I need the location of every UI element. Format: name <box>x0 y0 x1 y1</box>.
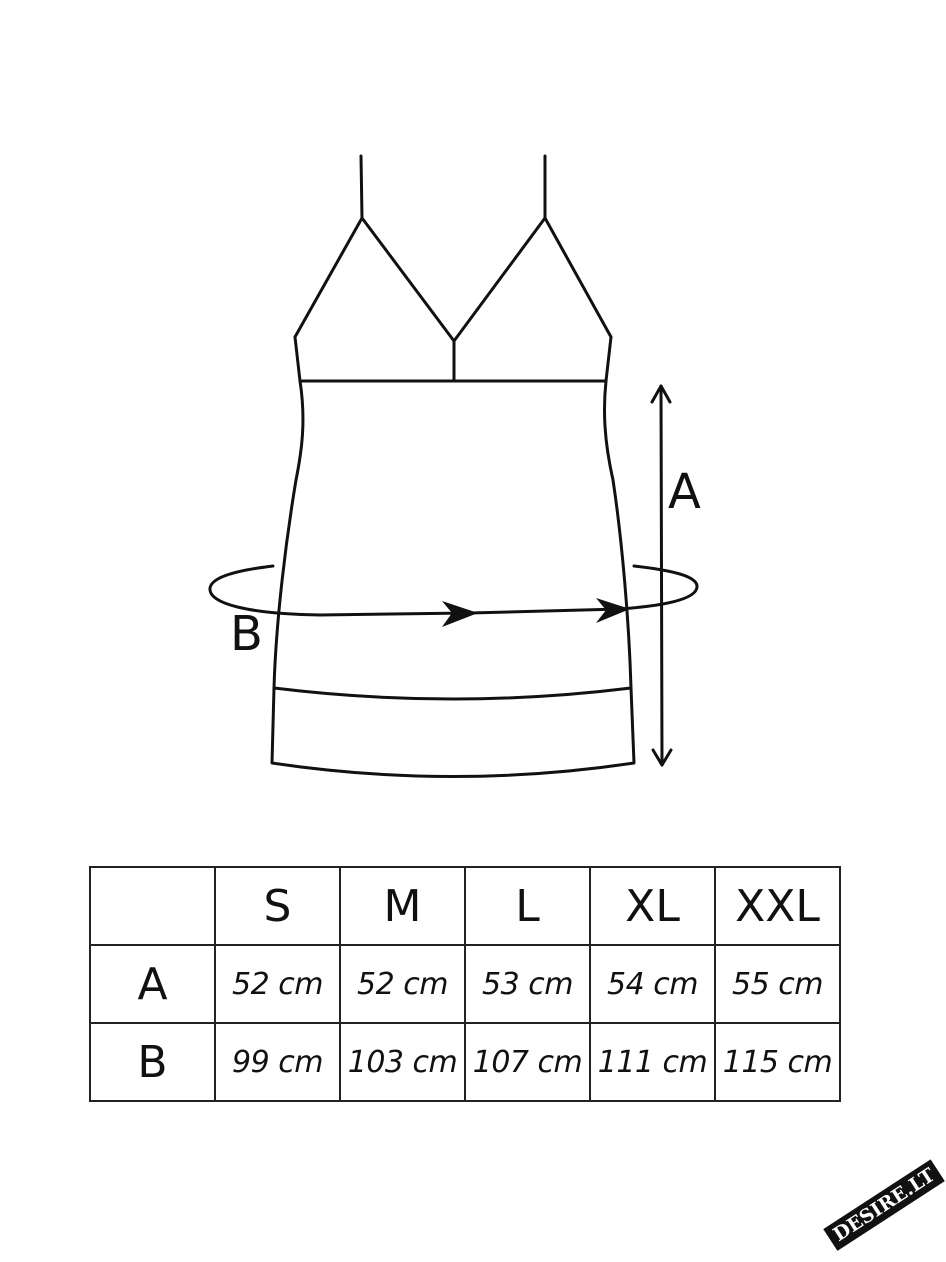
left-strap <box>359 154 364 220</box>
measure-a-bottom-arrowhead <box>651 748 673 767</box>
size-header: XL <box>589 866 716 946</box>
measure-b-loop-right <box>468 564 699 615</box>
measure-b-label: B <box>230 606 263 662</box>
table-row: A 52 cm 52 cm 53 cm 54 cm 55 cm <box>89 944 841 1024</box>
watermark-text: DESIRE.LT <box>823 1159 946 1251</box>
measure-b-arrowhead-front <box>442 601 478 627</box>
measurement-cell: 99 cm <box>214 1022 341 1102</box>
corner-cell <box>89 866 216 946</box>
row-label: B <box>89 1022 216 1102</box>
dress-body-outline <box>270 335 636 778</box>
size-header: L <box>464 866 591 946</box>
size-header: XXL <box>714 866 841 946</box>
measure-b-loop-left <box>208 564 472 617</box>
measurement-cell: 52 cm <box>214 944 341 1024</box>
measure-a-line <box>659 384 664 767</box>
size-chart-table: S M L XL XXL A 52 cm 52 cm 53 cm 54 cm 5… <box>89 866 841 1102</box>
size-header: M <box>339 866 466 946</box>
size-header: S <box>214 866 341 946</box>
slip-dress-diagram: A B <box>208 154 701 778</box>
hem-band-seam <box>272 686 633 701</box>
measurement-cell: 111 cm <box>589 1022 716 1102</box>
bra-cups <box>293 216 613 343</box>
measure-a-label: A <box>668 464 701 520</box>
measurement-cell: 103 cm <box>339 1022 466 1102</box>
table-row: B 99 cm 103 cm 107 cm 111 cm 115 cm <box>89 1022 841 1102</box>
measurement-cell: 115 cm <box>714 1022 841 1102</box>
measurement-cell: 53 cm <box>464 944 591 1024</box>
row-label: A <box>89 944 216 1024</box>
measurement-cell: 52 cm <box>339 944 466 1024</box>
measure-b-arrowhead-side <box>596 598 630 623</box>
size-header-row: S M L XL XXL <box>89 866 841 946</box>
watermark-logo: DESIRE.LT <box>812 1159 946 1251</box>
measurement-cell: 107 cm <box>464 1022 591 1102</box>
measurement-cell: 55 cm <box>714 944 841 1024</box>
measure-a-top-arrowhead <box>650 384 672 404</box>
measurement-cell: 54 cm <box>589 944 716 1024</box>
